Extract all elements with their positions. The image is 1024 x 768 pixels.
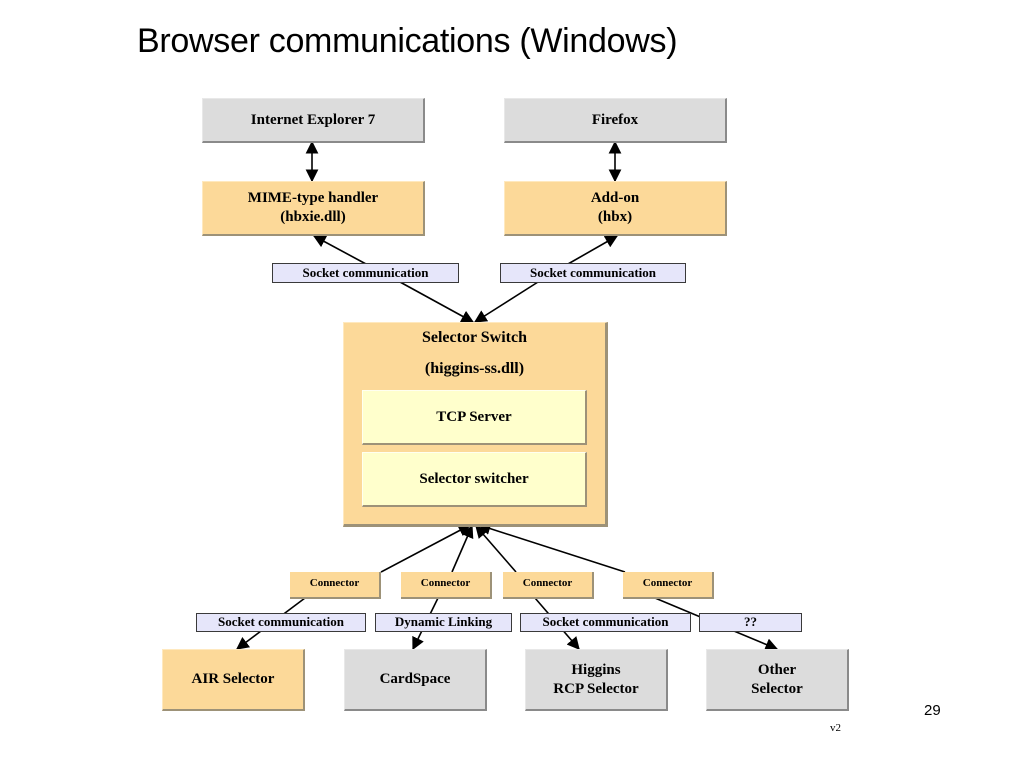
page-number: 29 xyxy=(924,702,941,719)
selector-switch-box: Selector Switch (higgins-ss.dll) TCP Ser… xyxy=(343,322,608,527)
connector-box: Connector xyxy=(623,572,714,599)
other-selector-box: Other Selector xyxy=(706,649,849,711)
mime-type-handler-box: MIME-type handler (hbxie.dll) xyxy=(202,181,425,236)
selector-switch-subtitle: (higgins-ss.dll) xyxy=(424,360,525,377)
dynamic-linking-label: Dynamic Linking xyxy=(375,613,512,632)
connector-box: Connector xyxy=(401,572,492,599)
internet-explorer-box: Internet Explorer 7 xyxy=(202,98,425,143)
socket-communication-label: Socket communication xyxy=(520,613,691,632)
socket-communication-label-left: Socket communication xyxy=(272,263,459,283)
selector-switch-title: Selector Switch xyxy=(421,329,527,346)
version-label: v2 xyxy=(830,722,841,734)
higgins-rcp-selector-box: Higgins RCP Selector xyxy=(525,649,668,711)
firefox-box: Firefox xyxy=(504,98,727,143)
socket-communication-label-right: Socket communication xyxy=(500,263,686,283)
unknown-link-label: ?? xyxy=(699,613,802,632)
slide-title: Browser communications (Windows) xyxy=(137,22,678,60)
connector-box: Connector xyxy=(290,572,381,599)
air-selector-box: AIR Selector xyxy=(162,649,305,711)
socket-communication-label: Socket communication xyxy=(196,613,366,632)
tcp-server-box: TCP Server xyxy=(362,390,587,445)
connector-box: Connector xyxy=(503,572,594,599)
add-on-box: Add-on (hbx) xyxy=(504,181,727,236)
cardspace-box: CardSpace xyxy=(344,649,487,711)
selector-switcher-box: Selector switcher xyxy=(362,452,587,507)
